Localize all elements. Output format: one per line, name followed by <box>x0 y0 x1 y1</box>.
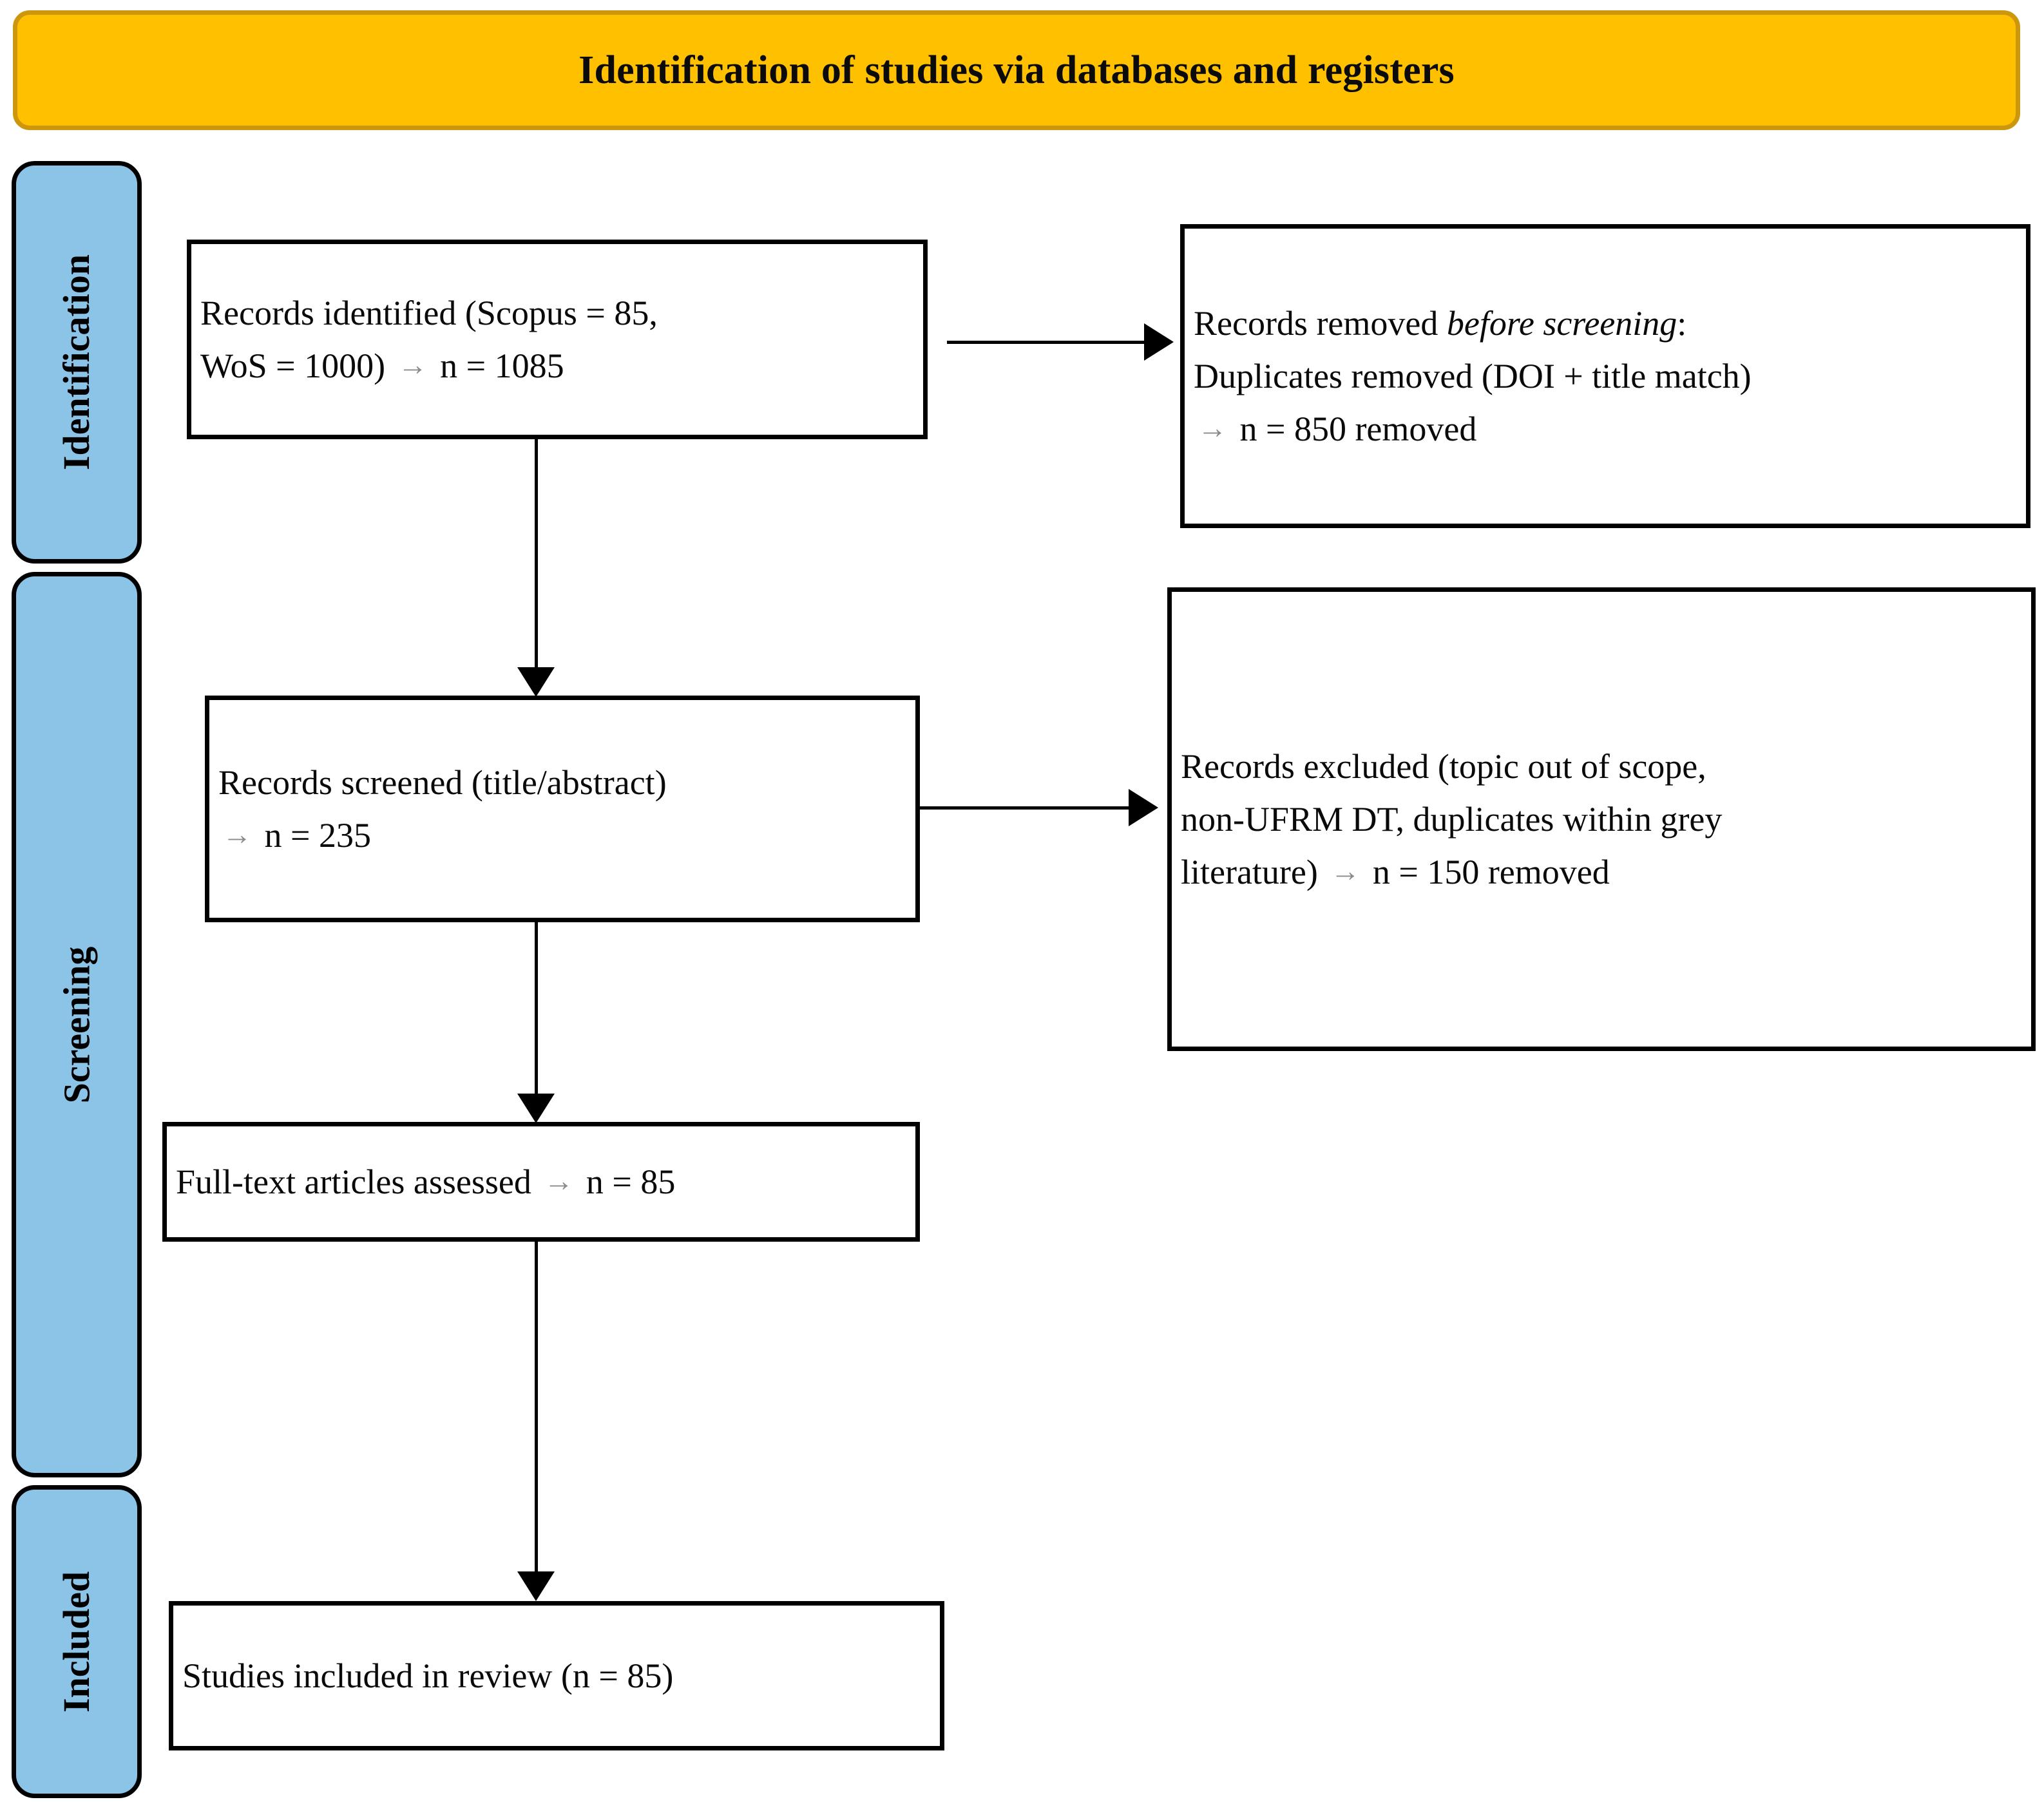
records-excluded-count: n = 150 removed <box>1372 853 1610 892</box>
connector-line <box>535 438 538 670</box>
records-removed-suffix: : <box>1677 303 1687 343</box>
inline-arrow-icon: → <box>222 818 252 851</box>
records-removed-prefix: Records removed <box>1194 303 1447 343</box>
inline-arrow-icon: → <box>1330 855 1361 888</box>
records-removed-line-2: Duplicates removed (DOI + title match) <box>1194 356 1752 395</box>
stage-tab-included: Included <box>12 1485 142 1798</box>
records-removed-emphasis: before screening <box>1446 303 1677 343</box>
inline-arrow-icon: → <box>1198 412 1227 445</box>
connector-line <box>535 1240 538 1574</box>
arrow-head-down-icon <box>517 1571 555 1601</box>
fulltext-assessed-line-1: Full-text articles assessed → n = 85 <box>167 1155 915 1208</box>
records-excluded-reason-end: literature) <box>1181 853 1318 892</box>
box-records-screened: Records screened (title/abstract) → n = … <box>205 696 920 922</box>
inline-arrow-icon: → <box>397 348 428 381</box>
diagram-title: Identification of studies via databases … <box>578 48 1455 92</box>
stage-tab-screening: Screening <box>12 572 142 1477</box>
records-excluded-line-1: Records excluded (topic out of scope, <box>1181 746 1706 786</box>
records-screened-line-2: → n = 235 <box>209 809 915 862</box>
records-identified-sources: WoS = 1000) <box>200 346 386 385</box>
studies-included-line-1: Studies included in review (n = 85) <box>182 1656 674 1695</box>
records-screened-line-1: Records screened (title/abstract) <box>218 763 667 802</box>
arrow-head-right-icon <box>1144 323 1174 361</box>
records-excluded-line-2: non-UFRM DT, duplicates within grey <box>1181 799 1723 839</box>
fulltext-assessed-label: Full-text articles assessed <box>176 1162 531 1201</box>
box-fulltext-assessed: Full-text articles assessed → n = 85 <box>162 1122 920 1242</box>
arrow-head-down-icon <box>517 1094 555 1123</box>
connector-line <box>947 341 1147 344</box>
connector-line <box>920 806 1131 810</box>
records-removed-count: n = 850 removed <box>1239 410 1477 449</box>
box-studies-included: Studies included in review (n = 85) <box>169 1601 944 1750</box>
stage-tab-identification: Identification <box>12 161 142 564</box>
stage-tab-screening-label: Screening <box>55 946 98 1103</box>
arrow-head-down-icon <box>517 667 555 697</box>
inline-arrow-icon: → <box>544 1164 574 1197</box>
records-identified-line-1: Records identified (Scopus = 85, <box>200 293 658 332</box>
stage-tab-identification-label: Identification <box>55 254 98 471</box>
records-identified-line-2: WoS = 1000) → n = 1085 <box>191 339 923 392</box>
records-removed-line-1: Records removed before screening: <box>1185 297 2026 350</box>
arrow-head-right-icon <box>1129 789 1158 826</box>
records-excluded-line-3: literature) → n = 150 removed <box>1172 846 2031 898</box>
records-identified-total: n = 1085 <box>440 346 564 385</box>
box-records-identified: Records identified (Scopus = 85, WoS = 1… <box>187 240 928 439</box>
records-removed-line-3: → n = 850 removed <box>1185 403 2026 455</box>
fulltext-assessed-count: n = 85 <box>586 1162 676 1201</box>
diagram-header-banner: Identification of studies via databases … <box>13 10 2020 130</box>
stage-tab-included-label: Included <box>55 1571 98 1712</box>
records-screened-count: n = 235 <box>264 816 371 855</box>
box-records-excluded: Records excluded (topic out of scope, no… <box>1167 587 2036 1051</box>
box-records-removed: Records removed before screening: Duplic… <box>1180 224 2030 528</box>
connector-line <box>535 921 538 1096</box>
